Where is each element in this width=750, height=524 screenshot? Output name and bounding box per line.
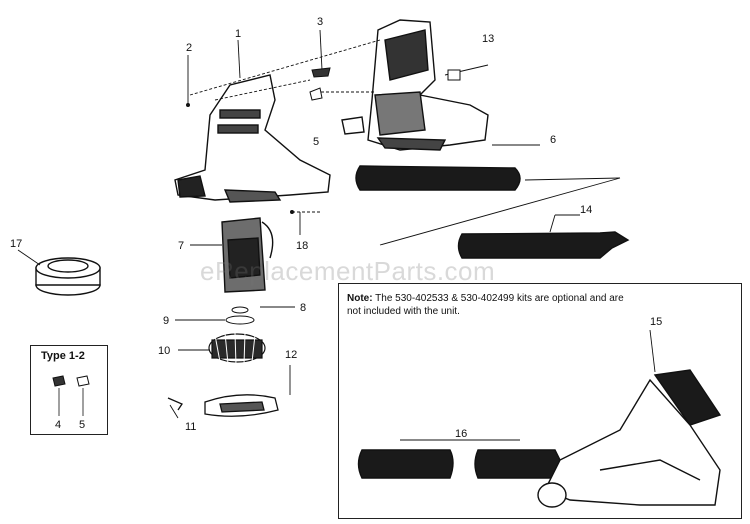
callout-14: 14 (580, 204, 592, 216)
type-variant-box: Type 1-2 4 5 (30, 345, 108, 435)
washer (231, 306, 249, 314)
callout-7: 7 (178, 240, 184, 252)
note-body: The 530-402533 & 530-402499 kits are opt… (347, 293, 624, 317)
type-variant-parts: 4 5 (52, 375, 90, 431)
callout-11: 11 (185, 421, 196, 433)
callout-5-type: 5 (79, 419, 85, 431)
callout-17: 17 (10, 238, 22, 250)
switch-part (311, 67, 331, 78)
callout-6: 6 (550, 134, 556, 146)
callout-16: 16 (455, 428, 467, 440)
screw (186, 103, 190, 107)
note-prefix: Note: (347, 293, 373, 304)
callout-4-type: 4 (55, 419, 61, 431)
label-plate (447, 69, 461, 81)
concentrator-nozzle (457, 231, 630, 259)
impeller-cover (167, 394, 279, 417)
callout-2: 2 (186, 42, 192, 54)
callout-3: 3 (317, 16, 323, 28)
blower-tube (355, 165, 521, 191)
impeller-fan (208, 332, 266, 366)
upper-housing-assembly (341, 19, 489, 151)
type-label: Type 1-2 (41, 350, 85, 362)
small-screw (290, 210, 294, 214)
watermark: eReplacementParts.com (200, 256, 496, 286)
washer-small (225, 315, 255, 325)
callout-15: 15 (650, 316, 662, 328)
callout-10: 10 (158, 345, 170, 357)
collection-bag (537, 369, 722, 508)
callout-18: 18 (296, 240, 308, 252)
optional-kits-note: Note: The 530-402533 & 530-402499 kits a… (347, 292, 637, 318)
adapter-ring (35, 257, 101, 296)
blower-housing (174, 74, 331, 203)
motor (221, 217, 274, 293)
callout-1: 1 (235, 28, 241, 40)
callout-12: 12 (285, 349, 297, 361)
switch-actuator (309, 87, 323, 101)
callout-5: 5 (313, 136, 319, 148)
callout-13: 13 (482, 33, 494, 45)
optional-kits-box: Note: The 530-402533 & 530-402499 kits a… (338, 283, 742, 519)
callout-8: 8 (300, 302, 306, 314)
callout-9: 9 (163, 315, 169, 327)
